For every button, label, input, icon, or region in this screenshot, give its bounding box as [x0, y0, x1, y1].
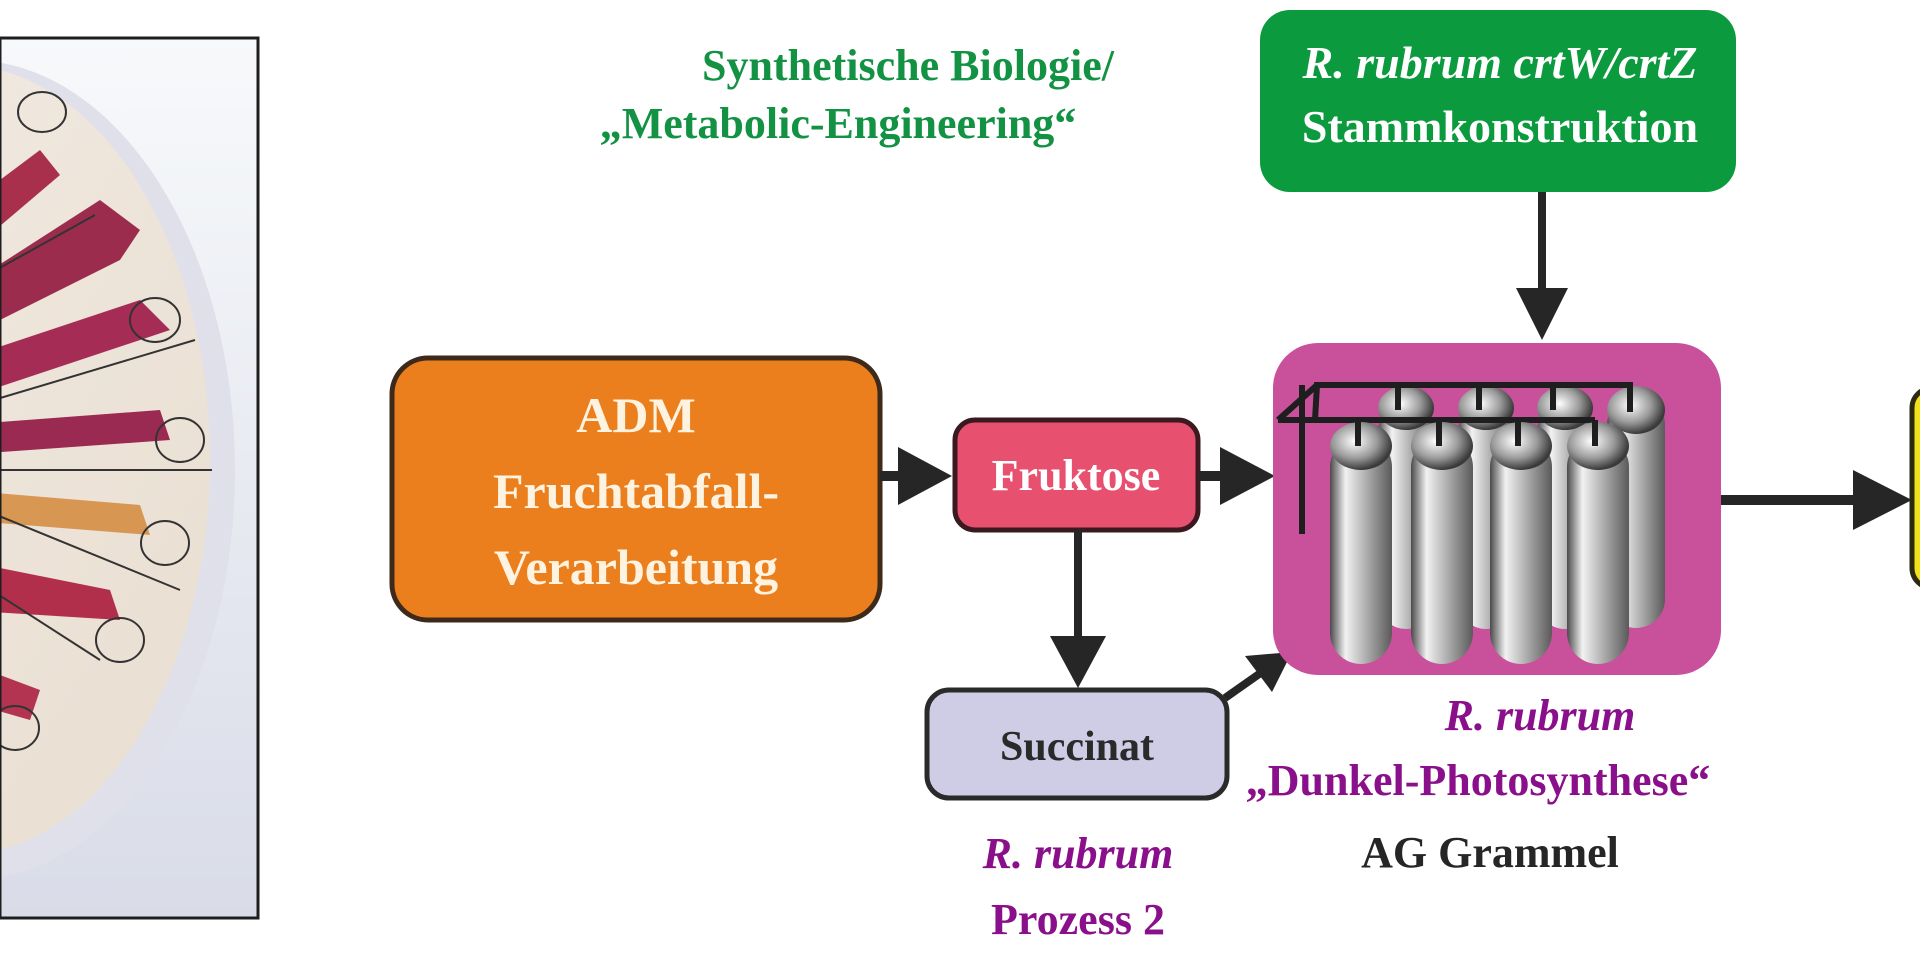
arrow-bioreactor-to-output [1721, 470, 1912, 530]
bioreactor-caption-line-2: „Dunkel-Photosynthese“ [1246, 756, 1711, 805]
petri-dish-photo [0, 36, 260, 920]
adm-line-2: Fruchtabfall- [493, 463, 779, 519]
strain-line-1: R. rubrum crtW/crtZ [1302, 37, 1698, 88]
header-line-2: „Metabolic-Engineering“ [600, 99, 1077, 148]
arrow-succinat-to-bioreactor [1222, 652, 1292, 702]
arrow-fruktose-to-succinat [1050, 530, 1106, 688]
fruktose-node[interactable]: Fruktose [952, 417, 1201, 533]
header-line-1: Synthetische Biologie/ [702, 41, 1115, 90]
arrow-adm-to-fruktose [880, 447, 952, 505]
succinat-label: Succinat [1000, 724, 1154, 770]
sample-label-circle [155, 417, 205, 463]
streak [0, 300, 170, 387]
adm-node[interactable]: ADM Fruchtabfall- Verarbeitung [389, 355, 883, 623]
streak [0, 675, 40, 720]
bioreactor-node[interactable] [1273, 343, 1721, 675]
strain-construction-node[interactable]: R. rubrum crtW/crtZ Stammkonstruktion [1260, 10, 1736, 192]
process-2-caption: R. rubrum Prozess 2 [982, 829, 1174, 944]
succinat-node[interactable]: Succinat [924, 687, 1230, 801]
fruktose-label: Fruktose [992, 451, 1161, 500]
sample-label-circle [129, 297, 181, 343]
adm-line-3: Verarbeitung [494, 539, 778, 595]
sample-label-circle [95, 617, 145, 663]
streak [0, 200, 140, 320]
sample-label-circle [17, 91, 67, 133]
arrow-fruktose-to-bioreactor [1198, 447, 1275, 505]
streak [0, 568, 120, 620]
sample-label-circle [0, 705, 40, 751]
streak [0, 410, 170, 453]
adm-line-1: ADM [576, 387, 695, 443]
streak [0, 150, 60, 226]
output-node-partial[interactable] [1909, 388, 1920, 588]
bioreactor-caption: R. rubrum „Dunkel-Photosynthese“ AG Gram… [1246, 691, 1711, 877]
research-group-label: AG Grammel [1361, 828, 1619, 877]
strain-line-2: Stammkonstruktion [1302, 101, 1698, 152]
synthetic-biology-label: Synthetische Biologie/ „Metabolic-Engine… [600, 41, 1115, 148]
streak [0, 493, 150, 535]
sample-label-circle [140, 520, 190, 566]
process-2-line-2: Prozess 2 [991, 895, 1165, 944]
arrow-strain-to-bioreactor [1516, 192, 1568, 340]
bioreactor-caption-line-1: R. rubrum [1444, 691, 1636, 740]
process-2-line-1: R. rubrum [982, 829, 1174, 878]
